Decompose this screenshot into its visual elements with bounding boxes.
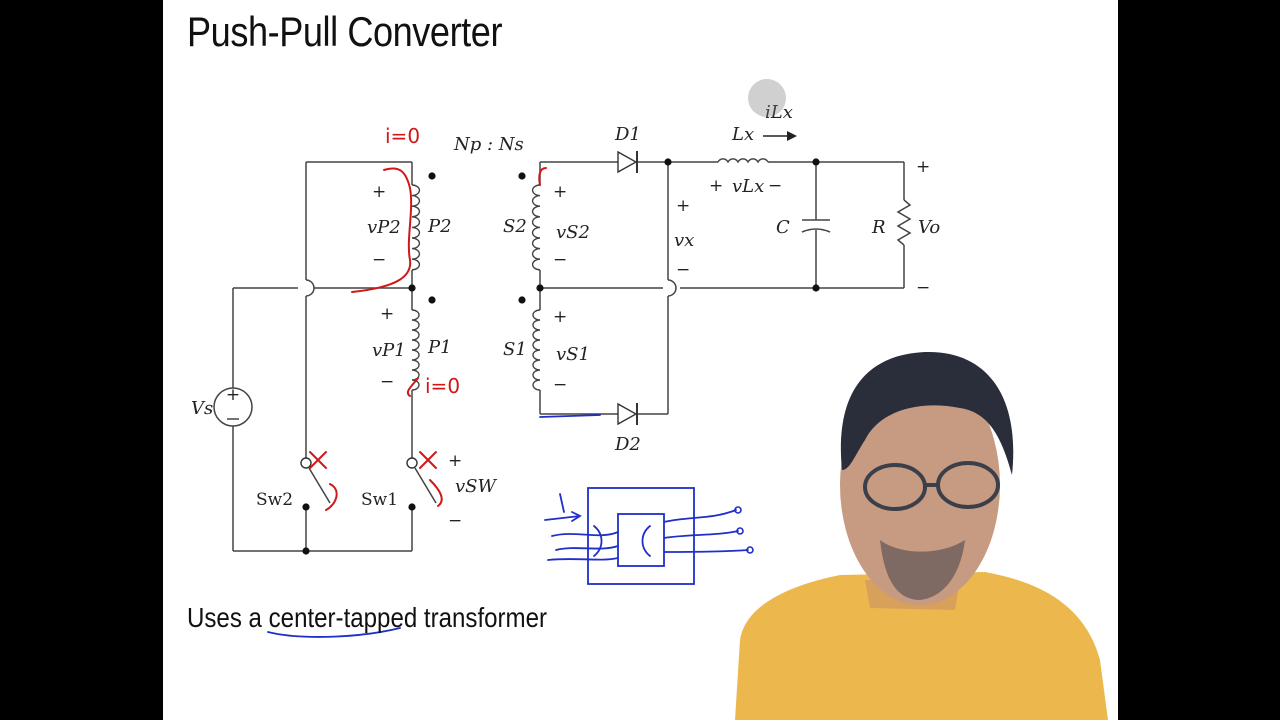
c-label: C <box>776 217 790 238</box>
bottom-current-annotation: i=0 <box>425 374 460 398</box>
lx-label: Lx <box>731 124 754 145</box>
vx-label: vx <box>674 230 694 251</box>
svg-text:−: − <box>916 278 930 298</box>
slide: Push-Pull Converter <box>163 0 1118 720</box>
svg-text:−: − <box>676 260 690 280</box>
svg-text:+: + <box>226 385 240 405</box>
red-ink-annotations <box>309 167 547 511</box>
svg-text:+: + <box>372 182 386 202</box>
vp1-label: vP1 <box>372 340 406 361</box>
top-current-annotation: i=0 <box>385 124 420 148</box>
vsw-label: vSW <box>455 476 498 497</box>
diode-d1 <box>617 150 638 174</box>
svg-text:+: + <box>380 304 394 324</box>
sw1-label: Sw1 <box>361 490 398 510</box>
p2-label: P2 <box>427 216 452 237</box>
pointer-highlight <box>748 79 786 117</box>
svg-text:+: + <box>448 451 462 471</box>
vs-label: Vs <box>191 398 213 419</box>
circuit-diagram: + Np : Ns P2 P1 S2 S1 vP2 vP1 vS2 vS1 D1… <box>191 102 940 638</box>
svg-text:−: − <box>553 250 567 270</box>
vp2-label: vP2 <box>367 217 401 238</box>
slide-title: Push-Pull Converter <box>187 8 503 55</box>
ilx-label: iLx <box>765 102 793 123</box>
s2-label: S2 <box>503 216 527 237</box>
svg-text:+: + <box>676 196 690 216</box>
turns-ratio-label: Np : Ns <box>453 134 524 155</box>
polarity-signs: + − + − + − + − + − + − + − + − <box>372 157 930 531</box>
svg-text:−: − <box>372 250 386 270</box>
svg-text:−: − <box>768 176 782 196</box>
vs1-label: vS1 <box>556 344 590 365</box>
blue-ink-sketch <box>267 414 749 638</box>
svg-text:+: + <box>553 182 567 202</box>
svg-text:+: + <box>709 176 723 196</box>
svg-text:+: + <box>916 157 930 177</box>
svg-text:+: + <box>553 307 567 327</box>
vo-label: Vo <box>918 217 940 238</box>
vlx-label: vLx <box>732 176 764 197</box>
voltage-source: + <box>213 385 253 427</box>
diode-d2 <box>617 402 638 426</box>
s1-label: S1 <box>503 339 527 360</box>
d1-label: D1 <box>614 124 641 145</box>
p1-label: P1 <box>427 337 452 358</box>
svg-text:−: − <box>380 372 394 392</box>
svg-text:−: − <box>448 511 462 531</box>
r-label: R <box>871 217 886 238</box>
d2-label: D2 <box>614 434 641 455</box>
vs2-label: vS2 <box>556 222 590 243</box>
sw2-label: Sw2 <box>256 490 293 510</box>
svg-text:−: − <box>553 375 567 395</box>
slide-caption: Uses a center-tapped transformer <box>187 602 548 633</box>
